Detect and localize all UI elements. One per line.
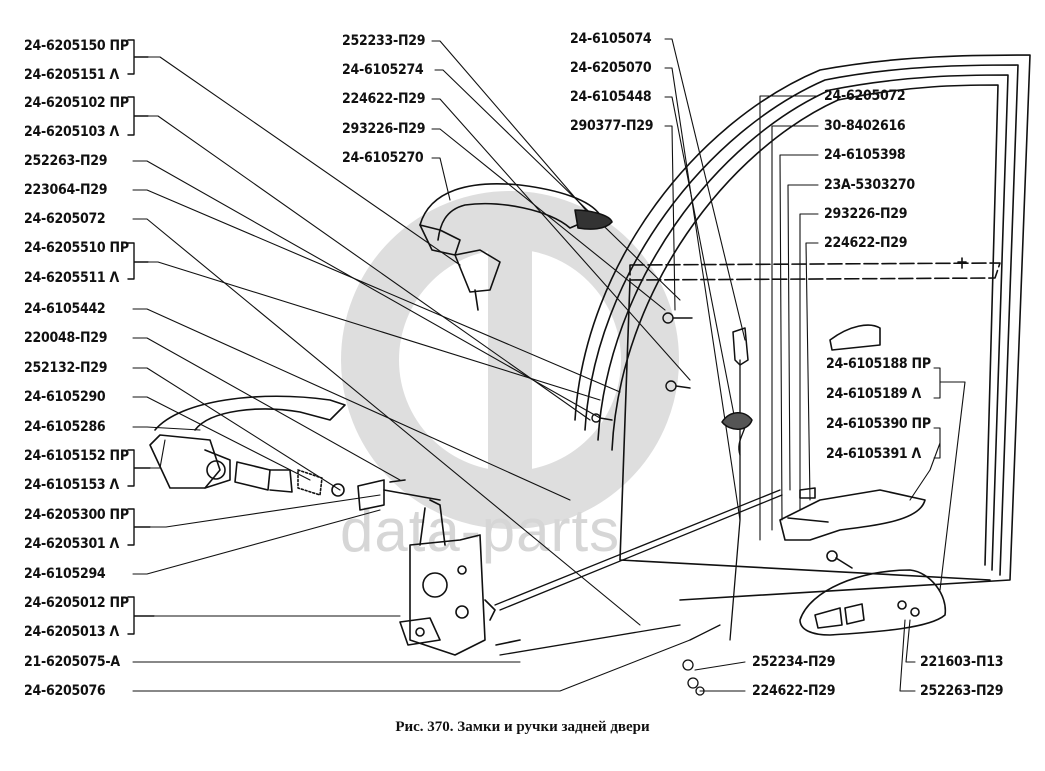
door-frame	[574, 54, 1031, 601]
part-number-label: 24-6205150 ПР	[24, 38, 129, 54]
part-number-label: 24-6105391 Λ	[826, 446, 922, 462]
part-number-label: 290377-П29	[570, 118, 654, 134]
inner-handle	[779, 324, 947, 636]
part-number-label: 252233-П29	[342, 33, 426, 49]
part-number-label: 24-6205076	[24, 683, 106, 699]
part-number-label: 252132-П29	[24, 360, 108, 376]
outer-handle-lower	[149, 395, 441, 511]
part-number-label: 252263-П29	[24, 153, 108, 169]
part-number-label: 21-6205075-A	[24, 654, 120, 670]
part-number-label: 24-6105274	[342, 62, 424, 78]
part-number-label: 24-6205103 Λ	[24, 124, 120, 140]
part-number-label: 24-6105189 Λ	[826, 386, 922, 402]
part-number-label: 24-6105153 Λ	[24, 477, 120, 493]
part-number-label: 24-6205511 Λ	[24, 270, 120, 286]
part-number-label: 24-6105286	[24, 419, 106, 435]
part-number-label: 24-6205070	[570, 60, 652, 76]
part-number-label: 24-6205301 Λ	[24, 536, 120, 552]
part-number-label: 24-6105442	[24, 301, 106, 317]
part-number-label: 24-6205300 ПР	[24, 507, 129, 523]
part-number-label: 221603-П13	[920, 654, 1004, 670]
part-number-label: 24-6105290	[24, 389, 106, 405]
part-number-label: 223064-П29	[24, 182, 108, 198]
part-number-label: 24-6105390 ПР	[826, 416, 931, 432]
part-number-label: 24-6205072	[824, 88, 906, 104]
door-lock	[399, 499, 521, 656]
figure-caption: Рис. 370. Замки и ручки задней двери	[395, 719, 650, 735]
part-number-label: 24-6205012 ПР	[24, 595, 129, 611]
leader-lines-left	[132, 56, 691, 692]
part-number-label: 24-6205072	[24, 211, 106, 227]
part-number-label: 23A-5303270	[824, 177, 915, 193]
part-number-label: 224622-П29	[342, 91, 426, 107]
part-number-label: 24-6205013 Λ	[24, 624, 120, 640]
part-number-label: 24-6105448	[570, 89, 652, 105]
part-number-label: 293226-П29	[824, 206, 908, 222]
part-number-label: 24-6205102 ПР	[24, 95, 129, 111]
part-number-label: 220048-П29	[24, 330, 108, 346]
part-number-label: 24-6105074	[570, 31, 652, 47]
part-number-label: 24-6105294	[24, 566, 106, 582]
part-number-label: 24-6105398	[824, 147, 906, 163]
part-number-label: 224622-П29	[824, 235, 908, 251]
part-number-label: 30-8402616	[824, 118, 906, 134]
part-number-label: 252234-П29	[752, 654, 836, 670]
linkage-rods	[494, 359, 783, 696]
part-number-label: 293226-П29	[342, 121, 426, 137]
outer-handle-upper	[419, 182, 613, 311]
part-number-label: 24-6205151 Λ	[24, 67, 120, 83]
label-brackets-left	[127, 39, 155, 635]
part-number-label: 252263-П29	[920, 683, 1004, 699]
leader-lines-bottom	[694, 619, 916, 692]
part-number-label: 224622-П29	[752, 683, 836, 699]
watermark-text: data-parts	[340, 497, 621, 564]
part-number-label: 24-6105270	[342, 150, 424, 166]
leader-lines-top-right	[664, 38, 746, 521]
part-number-label: 24-6205510 ПР	[24, 240, 129, 256]
leader-lines-top-center	[431, 40, 691, 381]
lock-knob	[721, 327, 753, 430]
screws	[591, 312, 693, 423]
leader-lines-right	[759, 95, 966, 591]
part-number-label: 24-6105152 ПР	[24, 448, 129, 464]
part-number-label: 24-6105188 ПР	[826, 356, 931, 372]
